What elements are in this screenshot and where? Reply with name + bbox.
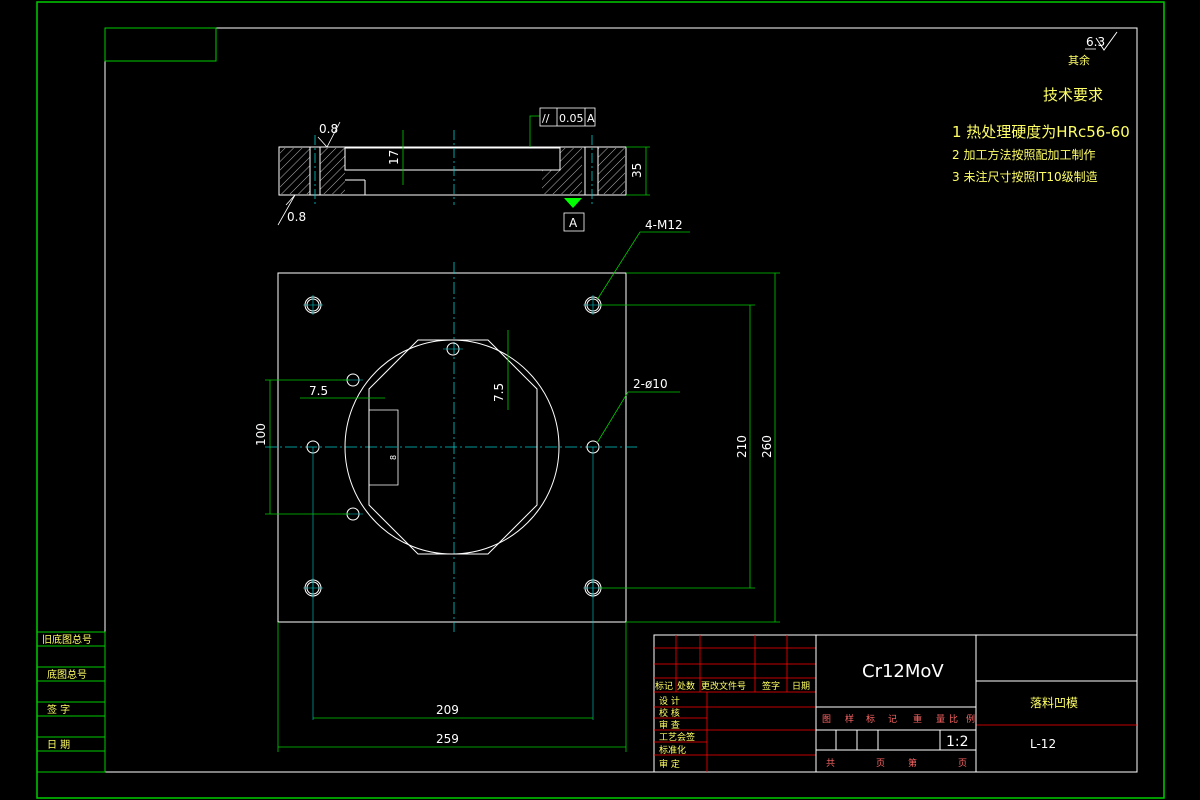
row-standard: 标准化	[659, 744, 686, 756]
hdr-change-doc: 更改文件号	[701, 680, 746, 692]
sheet-total: 共	[826, 758, 835, 769]
attr-2: 标	[866, 713, 875, 725]
side-date: 日 期	[47, 739, 70, 751]
label-4-m12: 4-M12	[645, 218, 683, 232]
roughness-top: 0.8	[319, 122, 338, 136]
dim-7-5-vertical: 7.5	[492, 383, 506, 402]
datum-label: A	[569, 216, 578, 230]
label-2-d10: 2-ø10	[633, 377, 668, 391]
dim-100: 100	[254, 423, 268, 446]
attr-4: 重	[913, 713, 922, 725]
scale-value: 1:2	[946, 734, 969, 750]
hdr-signature: 签字	[762, 680, 780, 692]
tolerance-datum: A	[587, 112, 595, 125]
row-approve: 审 定	[659, 758, 680, 770]
tech-req-item-3: 3 未注尺寸按照IT10级制造	[952, 169, 1098, 184]
plan-view: 4-M12 2-ø10 7.5 7.5 8 100 210 260 209 2	[254, 218, 780, 752]
sheet-page-b: 页	[958, 758, 967, 769]
attr-6: 比	[949, 713, 958, 725]
dim-260: 260	[760, 435, 774, 458]
roughness-bottom: 0.8	[287, 210, 306, 224]
dim-8: 8	[389, 455, 398, 460]
side-signature: 签 字	[47, 703, 70, 716]
roughness-symbol: 6.3 其余	[1068, 31, 1118, 67]
row-review: 审 查	[659, 719, 680, 731]
section-view: 0.8 0.8 17 35 // 0.05 A A	[277, 107, 650, 232]
tolerance-symbol: //	[542, 112, 550, 125]
row-process: 工艺会签	[659, 731, 695, 743]
sheet-border	[36, 1, 1165, 799]
attr-3: 记	[888, 714, 897, 725]
hdr-date: 日期	[792, 681, 810, 692]
attr-0: 图	[822, 714, 831, 725]
drawing-number: L-12	[1030, 737, 1056, 751]
part-name: 落料凹模	[1030, 696, 1078, 710]
tolerance-value: 0.05	[559, 112, 584, 125]
tech-req-item-2: 2 加工方法按照配加工制作	[952, 147, 1095, 162]
attr-1: 样	[845, 713, 854, 725]
attr-7: 例	[966, 713, 975, 725]
dim-35: 35	[630, 163, 644, 178]
tech-req-title: 技术要求	[1043, 86, 1103, 104]
dim-17: 17	[387, 150, 401, 165]
row-design: 设 计	[659, 695, 680, 707]
sheet-number: 第	[908, 757, 917, 769]
drawing-frame	[104, 27, 1138, 773]
material-label: Cr12MoV	[862, 661, 944, 682]
dim-209: 209	[436, 703, 459, 717]
attr-5: 量	[936, 714, 945, 725]
dim-210: 210	[735, 435, 749, 458]
dim-7-5-horizontal: 7.5	[309, 384, 328, 398]
roughness-value: 6.3	[1086, 35, 1105, 49]
roughness-label: 其余	[1068, 53, 1090, 67]
dim-259: 259	[436, 732, 459, 746]
hdr-mark: 标记	[655, 680, 673, 692]
sheet-page-a: 页	[876, 758, 885, 769]
side-table: 旧底图总号 底图总号 签 字 日 期	[36, 631, 106, 773]
title-block: Cr12MoV 落料凹模 L-12 1:2 标记 处数 更改文件号 签字 日期 …	[653, 634, 1138, 773]
side-old-drawing-no: 旧底图总号	[42, 633, 92, 646]
side-drawing-no: 底图总号	[47, 668, 87, 681]
corner-box	[104, 27, 217, 62]
hdr-count: 处数	[677, 680, 695, 692]
row-check: 校 核	[659, 707, 680, 719]
tech-req-item-1: 1 热处理硬度为HRc56-60	[952, 123, 1130, 141]
technical-requirements: 技术要求 1 热处理硬度为HRc56-60 2 加工方法按照配加工制作 3 未注…	[952, 86, 1130, 184]
